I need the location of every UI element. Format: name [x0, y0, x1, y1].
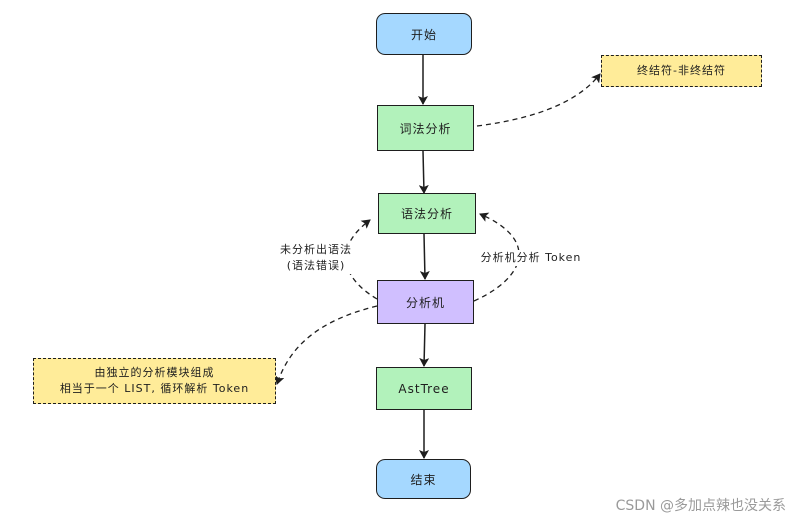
start-node-label: 开始 — [410, 27, 437, 42]
ast-node[interactable]: AstTree — [376, 367, 472, 410]
modules-note-line2: 相当于一个 LIST, 循环解析 Token — [59, 382, 250, 395]
dashed-lexer-to-terminals-note — [476, 73, 601, 127]
modules-note[interactable]: 由独立的分析模块组成 相当于一个 LIST, 循环解析 Token — [33, 358, 276, 404]
parser-node-label: 语法分析 — [400, 207, 453, 221]
ast-node-label: AstTree — [398, 381, 450, 396]
token-feedback-label-text: 分析机分析 Token — [480, 251, 582, 264]
lexer-node[interactable]: 词法分析 — [377, 105, 474, 151]
syntax-error-label-line1: 未分析出语法 — [280, 243, 352, 256]
arrow-analyzer-to-ast — [419, 323, 430, 367]
syntax-error-label-line2: (语法错误) — [286, 259, 346, 272]
end-node[interactable]: 结束 — [376, 459, 471, 499]
dashed-analyzer-to-modules-note — [274, 305, 378, 385]
analyzer-node[interactable]: 分析机 — [377, 280, 474, 324]
lexer-node-label: 词法分析 — [399, 121, 452, 136]
arrow-lexer-to-parser — [418, 150, 429, 194]
syntax-error-label: 未分析出语法 (语法错误) — [262, 242, 370, 274]
token-feedback-label: 分析机分析 Token — [470, 250, 592, 266]
end-node-label: 结束 — [410, 472, 437, 487]
terminals-note[interactable]: 终结符-非终结符 — [601, 55, 762, 87]
analyzer-node-label: 分析机 — [405, 295, 445, 310]
watermark: CSDN @多加点辣也没关系 — [615, 498, 786, 514]
modules-note-line1: 由独立的分析模块组成 — [94, 366, 215, 379]
terminals-note-text: 终结符-非终结符 — [637, 64, 726, 77]
start-node[interactable]: 开始 — [376, 13, 472, 55]
arrow-parser-to-analyzer — [419, 233, 430, 280]
parser-node[interactable]: 语法分析 — [378, 193, 476, 234]
